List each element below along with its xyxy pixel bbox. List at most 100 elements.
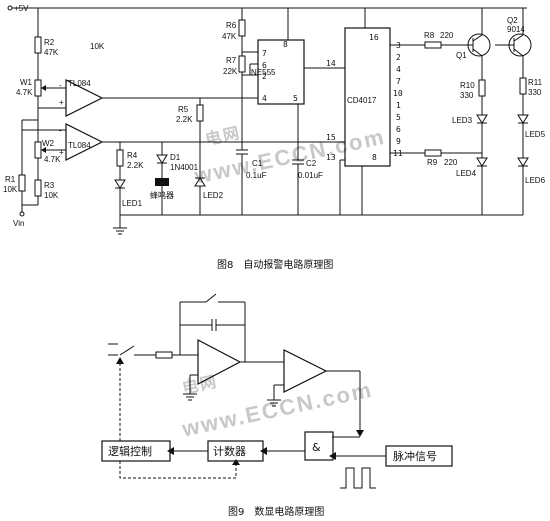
op2-minus: - (59, 126, 62, 135)
op2-plus: + (59, 148, 64, 157)
op1-minus: - (59, 81, 62, 90)
resistor-r4 (116, 149, 124, 167)
resistor-r9 (424, 149, 442, 157)
resistor-r3 (34, 179, 42, 197)
r4-value: 2.2K (127, 161, 144, 170)
opamp-tl084-1 (65, 79, 104, 117)
d1-ref: D1 (170, 153, 181, 162)
ic-cd4017 (344, 27, 391, 167)
w1-value: 4.7K (16, 88, 33, 97)
c2-value: 0.01uF (298, 171, 323, 180)
resistor-r1 (18, 174, 26, 192)
ne555-pin8: 8 (283, 40, 288, 49)
led4-diode (476, 157, 488, 167)
counter-label: 计数器 (213, 445, 246, 458)
op1-plus: + (59, 98, 64, 107)
cd4017-right-pins: 3 2 4 7 10 1 5 6 9 11 (393, 41, 403, 158)
c2-ref: C2 (306, 159, 317, 168)
resistor-r6 (238, 19, 246, 37)
pot-w1 (34, 79, 42, 97)
comparator-opamp (283, 349, 328, 393)
w1-ref: W1 (20, 78, 33, 87)
resistor-r11 (519, 77, 527, 95)
cd4017-pin14: 14 (326, 59, 336, 68)
input-terminal (19, 211, 25, 217)
led6-diode (517, 157, 529, 167)
led3-diode (476, 114, 488, 124)
ne555-pin4: 4 (262, 94, 267, 103)
pulse-signal-label: 脉冲信号 (393, 449, 437, 463)
d1-diode (156, 154, 168, 164)
r1-ref: R1 (5, 175, 16, 184)
c1-ref: C1 (252, 159, 263, 168)
r6-value: 47K (222, 32, 237, 41)
resistor-r5 (196, 104, 204, 122)
w2-ref: W2 (42, 139, 55, 148)
resistor-r10 (478, 79, 486, 97)
led1-label: LED1 (122, 199, 143, 208)
and-gate-symbol: & (312, 441, 321, 454)
led1-diode (114, 179, 126, 189)
q2-value: 9014 (507, 25, 525, 34)
q1-label: Q1 (456, 51, 467, 60)
r10-value: 330 (460, 91, 474, 100)
r5-value: 2.2K (176, 115, 193, 124)
r5-ref: R5 (178, 105, 189, 114)
r2-ref: R2 (44, 38, 55, 47)
led2-label: LED2 (203, 191, 224, 200)
resistor-r8 (424, 41, 442, 49)
led6-label: LED6 (525, 176, 546, 185)
transistor-q1 (467, 33, 491, 57)
figure9-caption: 图9 数显电路原理图 (228, 505, 324, 518)
ne555-pin5: 5 (293, 94, 298, 103)
r6-ref: R6 (226, 21, 237, 30)
c1-value: 0.1uF (246, 171, 267, 180)
r8-label: R8 (424, 31, 435, 40)
cd4017-pin6: 6 (396, 125, 401, 134)
resistor-r7 (238, 55, 246, 73)
r3-value: 10K (44, 191, 59, 200)
pot-w2 (34, 141, 42, 159)
feedback-switch (205, 293, 217, 303)
w2-wiper (41, 147, 46, 153)
cd4017-pin2: 2 (396, 53, 401, 62)
op2-label: TL084 (68, 141, 91, 150)
cd4017-pin7: 7 (396, 77, 401, 86)
w2-value: 4.7K (44, 155, 61, 164)
cd4017-pin10: 10 (393, 89, 403, 98)
r11-value: 330 (528, 88, 542, 97)
figure8-caption: 图8 自动报警电路原理图 (217, 258, 333, 271)
r4-ref: R4 (127, 151, 138, 160)
ne555-label: NE555 (251, 68, 276, 77)
q2-ref: Q2 (507, 16, 518, 25)
ic-ne555 (257, 39, 305, 105)
r7-value: 22K (223, 67, 238, 76)
ne555-pin7: 7 (262, 49, 267, 58)
r10-ref: R10 (460, 81, 475, 90)
cd4017-pin4: 4 (396, 65, 401, 74)
ne555-pin2: 2 (262, 72, 267, 81)
led5-diode (517, 114, 529, 124)
r11-ref: R11 (528, 78, 543, 87)
logic-control-label: 逻辑控制 (108, 444, 152, 458)
op1-label: TL084 (68, 79, 91, 88)
cd4017-pin13: 13 (326, 153, 336, 162)
led4-label: LED4 (456, 169, 477, 178)
cd4017-label: CD4017 (347, 96, 377, 105)
ne555-pin6: 6 (262, 61, 267, 70)
supply-terminal (7, 5, 13, 11)
led5-label: LED5 (525, 130, 546, 139)
cd4017-pin1: 1 (396, 101, 401, 110)
and-gate (304, 431, 334, 461)
input-switch (119, 345, 135, 356)
cd4017-pin9: 9 (396, 137, 401, 146)
figure9-schematic: www.ECCN.com 电网 (101, 293, 453, 518)
led3-label: LED3 (452, 116, 473, 125)
r8-value: 220 (440, 31, 454, 40)
cd4017-pin8: 8 (372, 153, 377, 162)
opamp-tl084-2 (65, 123, 104, 161)
d1-value: 1N4001 (170, 163, 199, 172)
figure8-schematic: www.ECCN.com 电网 +5V R2 47K 10K W1 4.7K W… (3, 4, 546, 271)
r-note: 10K (90, 42, 105, 51)
